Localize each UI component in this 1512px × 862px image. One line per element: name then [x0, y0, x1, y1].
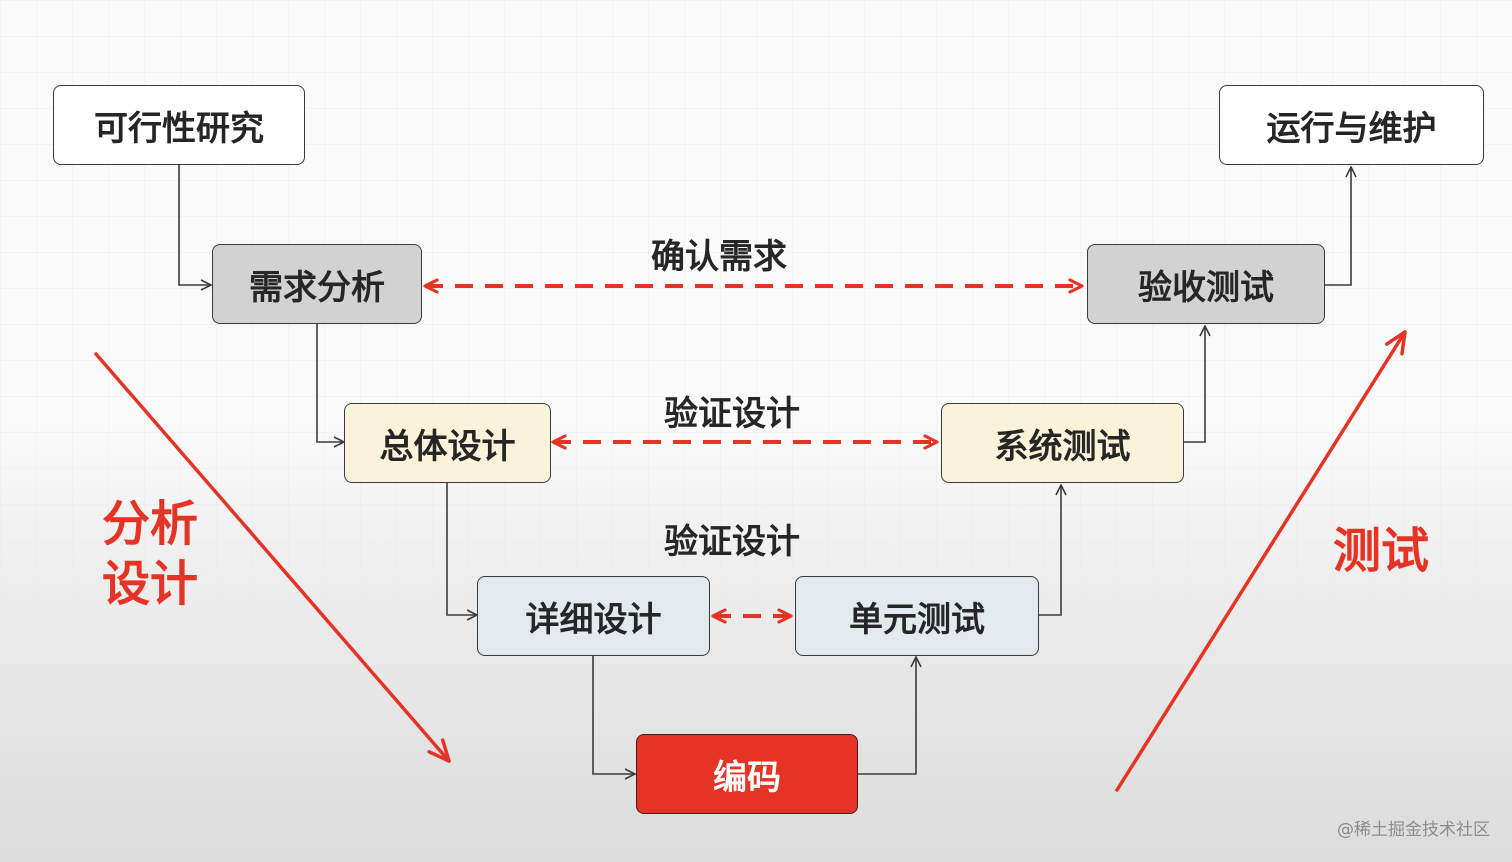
- node-coding: 编码: [636, 734, 858, 814]
- node-feasibility-study: 可行性研究: [53, 85, 305, 165]
- connector-system-to-acceptance-test: [1184, 326, 1205, 443]
- node-acceptance-test: 验收测试: [1087, 244, 1325, 324]
- node-system-test: 系统测试: [941, 403, 1184, 483]
- side-label-analysis: 分析: [101, 496, 198, 552]
- testing-trend-arrow: [1115, 330, 1407, 792]
- connector-coding-to-unit-test: [857, 657, 916, 775]
- label-verify-design-top: 验证设计: [664, 394, 800, 434]
- connector-overall-to-detailed-design: [446, 483, 477, 615]
- side-label-analysis-design: 分析 设计: [96, 494, 204, 614]
- node-overall-design: 总体设计: [344, 403, 551, 483]
- label-confirm-requirements: 确认需求: [651, 237, 787, 277]
- connector-unit-to-system-test: [1038, 485, 1061, 616]
- node-requirements-analysis: 需求分析: [212, 244, 422, 324]
- connector-detailed-design-to-coding: [592, 655, 635, 774]
- side-label-testing: 测试: [1332, 523, 1429, 579]
- analysis-design-trend-arrow: [94, 352, 451, 763]
- watermark: @稀土掘金技术社区: [1337, 820, 1490, 840]
- connector-requirements-to-overall-design: [316, 324, 344, 442]
- node-detailed-design: 详细设计: [477, 576, 710, 656]
- connector-acceptance-test-to-operation: [1325, 167, 1351, 286]
- node-unit-test: 单元测试: [795, 576, 1039, 656]
- node-operation-maintenance: 运行与维护: [1219, 85, 1484, 165]
- label-verify-design-bottom: 验证设计: [664, 522, 800, 562]
- side-label-design: 设计: [101, 556, 198, 612]
- connector-feasibility-to-requirements: [178, 165, 211, 285]
